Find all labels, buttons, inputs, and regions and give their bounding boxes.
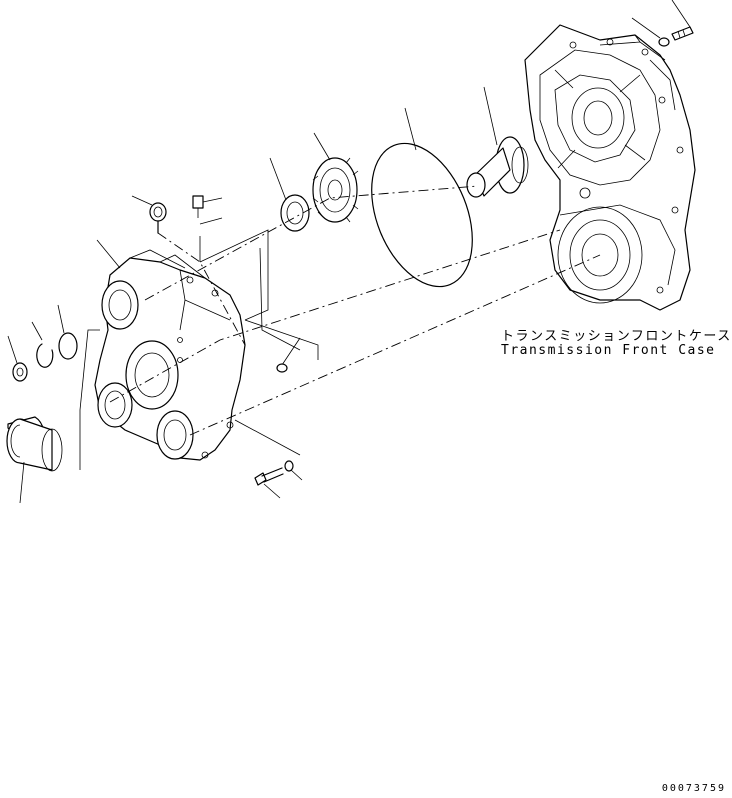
spur-gear — [312, 132, 359, 223]
cover-bolt-washer — [284, 460, 303, 481]
large-o-ring — [371, 107, 473, 288]
case-mounting-bolt — [671, 0, 694, 41]
case-bolt-washer — [631, 17, 670, 47]
lock-nut — [7, 335, 28, 382]
cover-mounting-bolt — [254, 467, 284, 499]
case-label-japanese: トランスミッションフロントケース — [501, 329, 732, 344]
snap-ring — [57, 304, 78, 360]
drawing-number: 00073759 — [661, 783, 726, 794]
transmission-front-case — [524, 24, 696, 311]
circlip — [31, 321, 54, 368]
case-label-english: Transmission Front Case — [501, 343, 716, 358]
seal-cap — [6, 416, 63, 504]
lifting-eye-bolt — [131, 195, 167, 234]
plug-bolt — [192, 195, 223, 262]
assembly-centerlines — [109, 185, 601, 436]
roller-bearing — [269, 157, 310, 232]
transmission-rear-cover — [94, 239, 246, 461]
assembly-bracket-lines — [79, 229, 319, 470]
flanged-output-shaft — [466, 86, 529, 198]
